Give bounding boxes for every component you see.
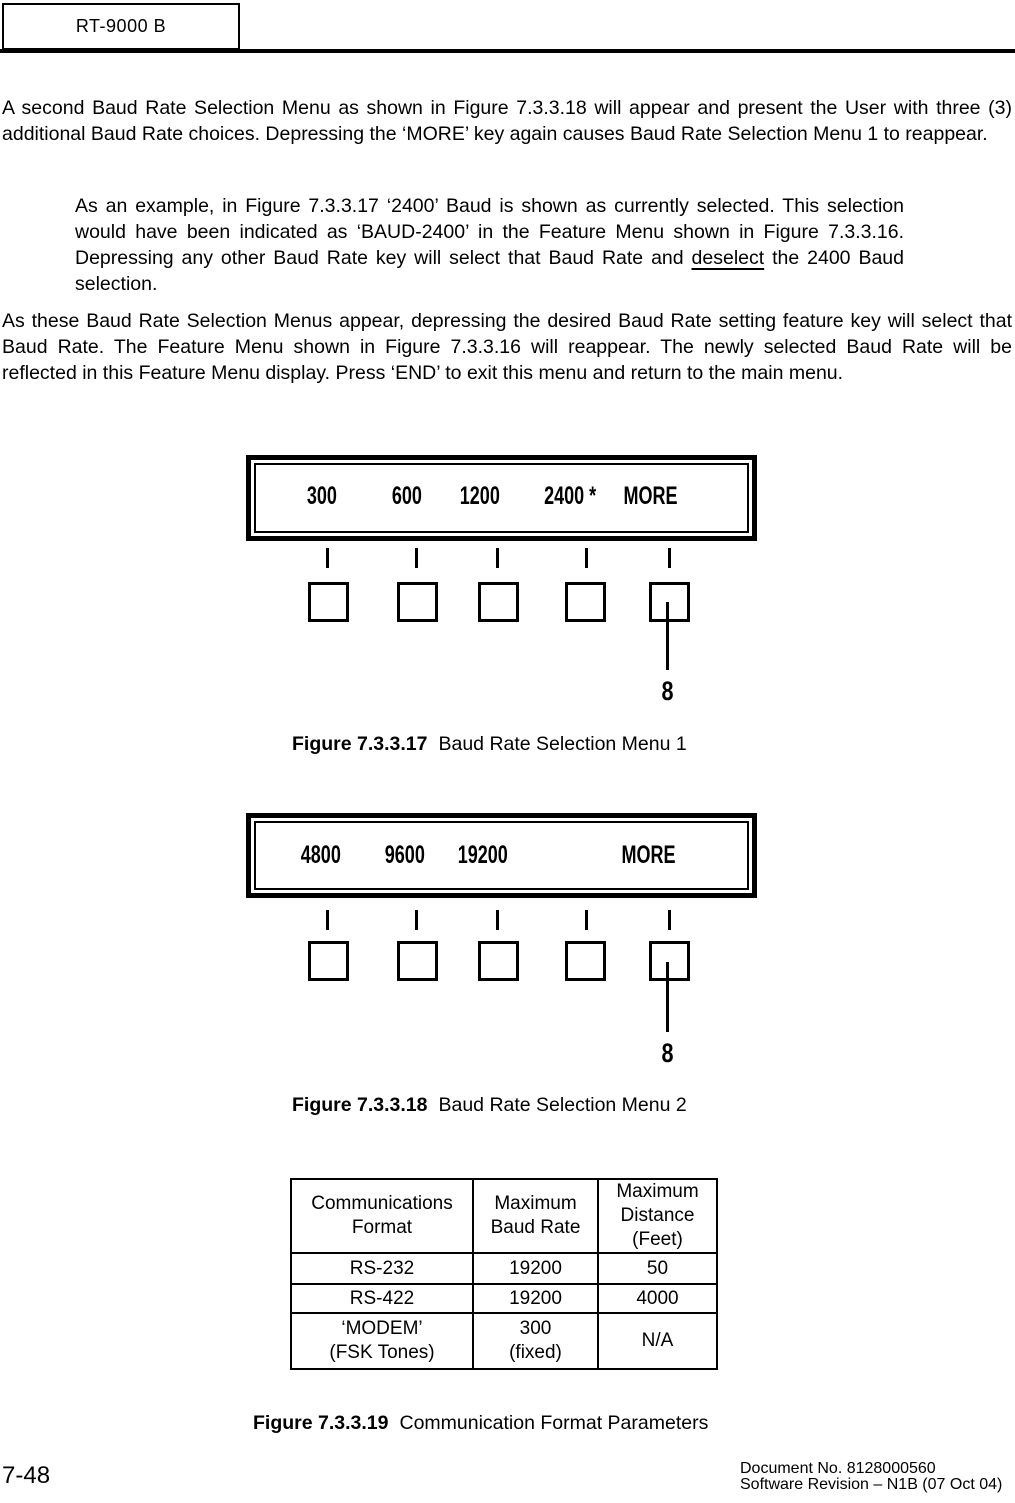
table-row: RS-232 19200 50 [290, 1252, 718, 1285]
baud-option-4800: 4800 [300, 841, 342, 869]
feature-key-4 [565, 941, 606, 981]
feature-key-2 [397, 582, 438, 622]
key-tick [496, 910, 499, 930]
key-tick [496, 548, 499, 568]
paragraph-2-text-before: As an example, in Figure 7.3.3.17 ‘2400’… [75, 195, 904, 269]
feature-key-1 [308, 941, 349, 981]
baud-option-9600: 9600 [384, 841, 426, 869]
baud-option-600: 600 [391, 482, 423, 510]
display-inner-border [254, 463, 749, 533]
column-header-maximum-baud-rate: Maximum Baud Rate [472, 1178, 599, 1254]
footer-document-info: Document No. 8128000560 Software Revisio… [740, 1461, 1002, 1492]
cell-distance: 50 [597, 1252, 718, 1285]
cell-format: RS-232 [290, 1252, 474, 1285]
figure-caption-1: Figure 7.3.3.17 Baud Rate Selection Menu … [292, 733, 687, 756]
key-tick [326, 910, 329, 930]
feature-key-5 [649, 582, 690, 622]
header-model-box: RT-9000 B [2, 3, 240, 50]
feature-key-3 [478, 582, 519, 622]
baud-menu-2-display: 4800 9600 19200 MORE [246, 813, 757, 898]
cell-baud: 19200 [472, 1252, 599, 1285]
software-revision: Software Revision – N1B (07 Oct 04) [740, 1475, 1003, 1493]
cell-baud: 19200 [472, 1283, 599, 1314]
feature-key-1 [308, 582, 349, 622]
more-option: MORE [621, 841, 675, 869]
key-tick [585, 548, 588, 568]
key-number-label: 8 [661, 676, 675, 706]
column-header-communications-format: Communications Format [290, 1178, 474, 1254]
table-row: RS-422 19200 4000 [290, 1283, 718, 1314]
baud-option-19200: 19200 [457, 841, 509, 869]
figure-caption-2: Figure 7.3.3.18 Baud Rate Selection Menu … [292, 1094, 687, 1117]
paragraph-3: As these Baud Rate Selection Menus appea… [2, 310, 1012, 384]
cell-distance: 4000 [597, 1283, 718, 1314]
cell-distance: N/A [597, 1312, 718, 1370]
display-outer-border [246, 813, 757, 898]
feature-key-2 [397, 941, 438, 981]
baud-menu-1-display: 300 600 1200 2400 * MORE [246, 455, 757, 541]
table-row: ‘MODEM’ (FSK Tones) 300 (fixed) N/A [290, 1312, 718, 1370]
paragraph-2-text-after: the 2400 Baud selection. [75, 247, 904, 295]
baud-option-300: 300 [306, 482, 338, 510]
key-number-label: 8 [661, 1038, 675, 1068]
baud-option-2400-selected: 2400 * [543, 482, 597, 510]
cell-baud: 300 (fixed) [472, 1312, 599, 1370]
figure-2-title: Baud Rate Selection Menu 2 [438, 1094, 687, 1116]
cell-format: ‘MODEM’ (FSK Tones) [290, 1312, 474, 1370]
baud-option-1200: 1200 [459, 482, 501, 510]
display-inner-border [254, 821, 749, 890]
key-tick [326, 548, 329, 568]
pointer-line [666, 602, 669, 670]
header-rule [0, 49, 1015, 53]
header-model-label: RT-9000 B [75, 16, 167, 36]
figure-3-number: Figure 7.3.3.19 [253, 1412, 389, 1434]
figure-caption-3: Figure 7.3.3.19 Communication Format Para… [253, 1412, 708, 1435]
key-tick [415, 910, 418, 930]
cell-format: RS-422 [290, 1283, 474, 1314]
key-tick [668, 910, 671, 930]
more-option: MORE [623, 482, 677, 510]
display-outer-border [246, 455, 757, 541]
figure-1-number: Figure 7.3.3.17 [292, 733, 428, 755]
paragraph-2: As an example, in Figure 7.3.3.17 ‘2400’… [75, 193, 904, 297]
key-tick [668, 548, 671, 568]
communication-format-table: Communications Format Maximum Baud Rate … [290, 1178, 718, 1370]
paragraph-1: A second Baud Rate Selection Menu as sho… [2, 97, 1012, 145]
page-number: 7-48 [2, 1462, 51, 1489]
pointer-line [666, 962, 669, 1032]
key-tick [585, 910, 588, 930]
figure-2-number: Figure 7.3.3.18 [292, 1094, 428, 1116]
paragraph-2-underlined-word: deselect [691, 247, 765, 269]
feature-key-4 [565, 582, 606, 622]
column-header-maximum-distance: Maximum Distance (Feet) [597, 1178, 718, 1254]
figure-3-title: Communication Format Parameters [399, 1412, 709, 1434]
figure-1-title: Baud Rate Selection Menu 1 [438, 733, 687, 755]
key-tick [415, 548, 418, 568]
feature-key-5 [649, 941, 690, 981]
feature-key-3 [478, 941, 519, 981]
table-header-row: Communications Format Maximum Baud Rate … [290, 1178, 718, 1254]
document-number: Document No. 8128000560 [740, 1460, 936, 1477]
